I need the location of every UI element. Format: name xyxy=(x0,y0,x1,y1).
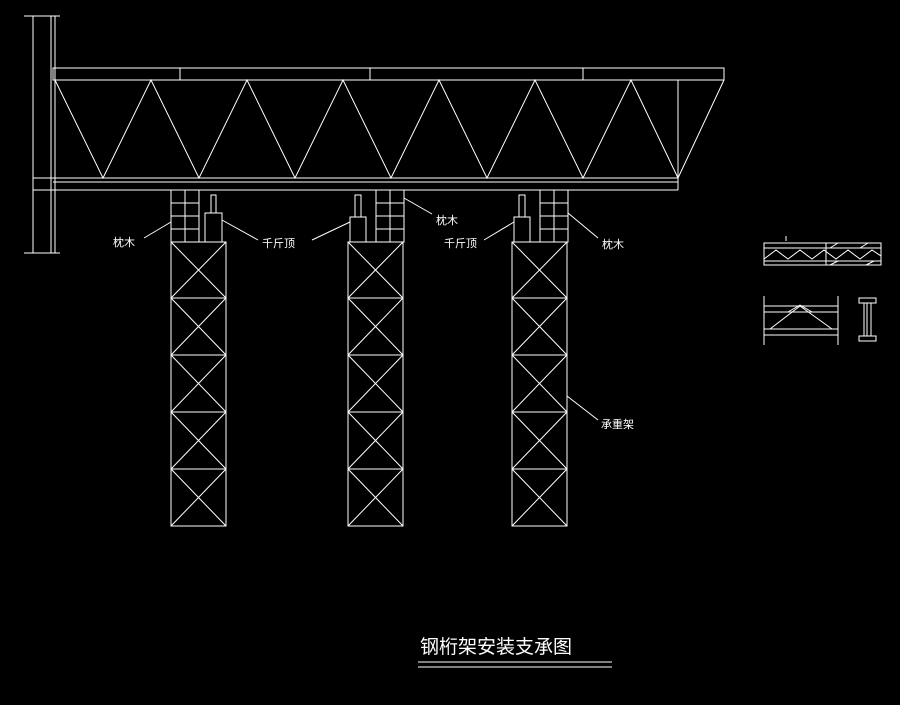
label-pillow-wood-right: 枕木 xyxy=(602,237,624,251)
drawing-title: 钢桁架安装支承图 xyxy=(420,636,572,658)
label-load-frame: 承重架 xyxy=(601,417,634,431)
label-pillow-wood-center: 枕木 xyxy=(436,213,458,227)
steel-truss xyxy=(52,67,725,191)
jack xyxy=(204,194,223,243)
web-members xyxy=(54,78,679,180)
load-frame xyxy=(347,241,404,527)
support-tower-3 xyxy=(511,189,569,527)
callout-labels: 枕木 千斤顶 枕木 千斤顶 枕木 承重架 xyxy=(113,213,634,431)
leader-lines xyxy=(143,197,599,421)
label-pillow-wood-left: 枕木 xyxy=(113,235,135,249)
title-block: 钢桁架安装支承图 xyxy=(418,636,612,668)
detail-view-i-beam xyxy=(858,297,877,342)
detail-view-truss-section xyxy=(763,236,882,266)
bottom-chord xyxy=(53,79,725,191)
jack xyxy=(513,194,531,243)
load-frame xyxy=(170,241,227,527)
support-tower-1 xyxy=(170,189,227,527)
pillow-wood-stack xyxy=(539,189,569,243)
jack xyxy=(349,194,367,243)
support-tower-2 xyxy=(347,189,405,527)
label-jack-1: 千斤顶 xyxy=(262,237,295,250)
load-frame xyxy=(511,241,568,527)
detail-view-chord-joint xyxy=(763,296,839,345)
steel-column xyxy=(24,15,60,254)
pillow-wood-stack xyxy=(170,189,200,243)
pillow-wood-stack xyxy=(375,189,405,243)
label-jack-2: 千斤顶 xyxy=(444,237,477,250)
top-chord xyxy=(52,67,725,81)
